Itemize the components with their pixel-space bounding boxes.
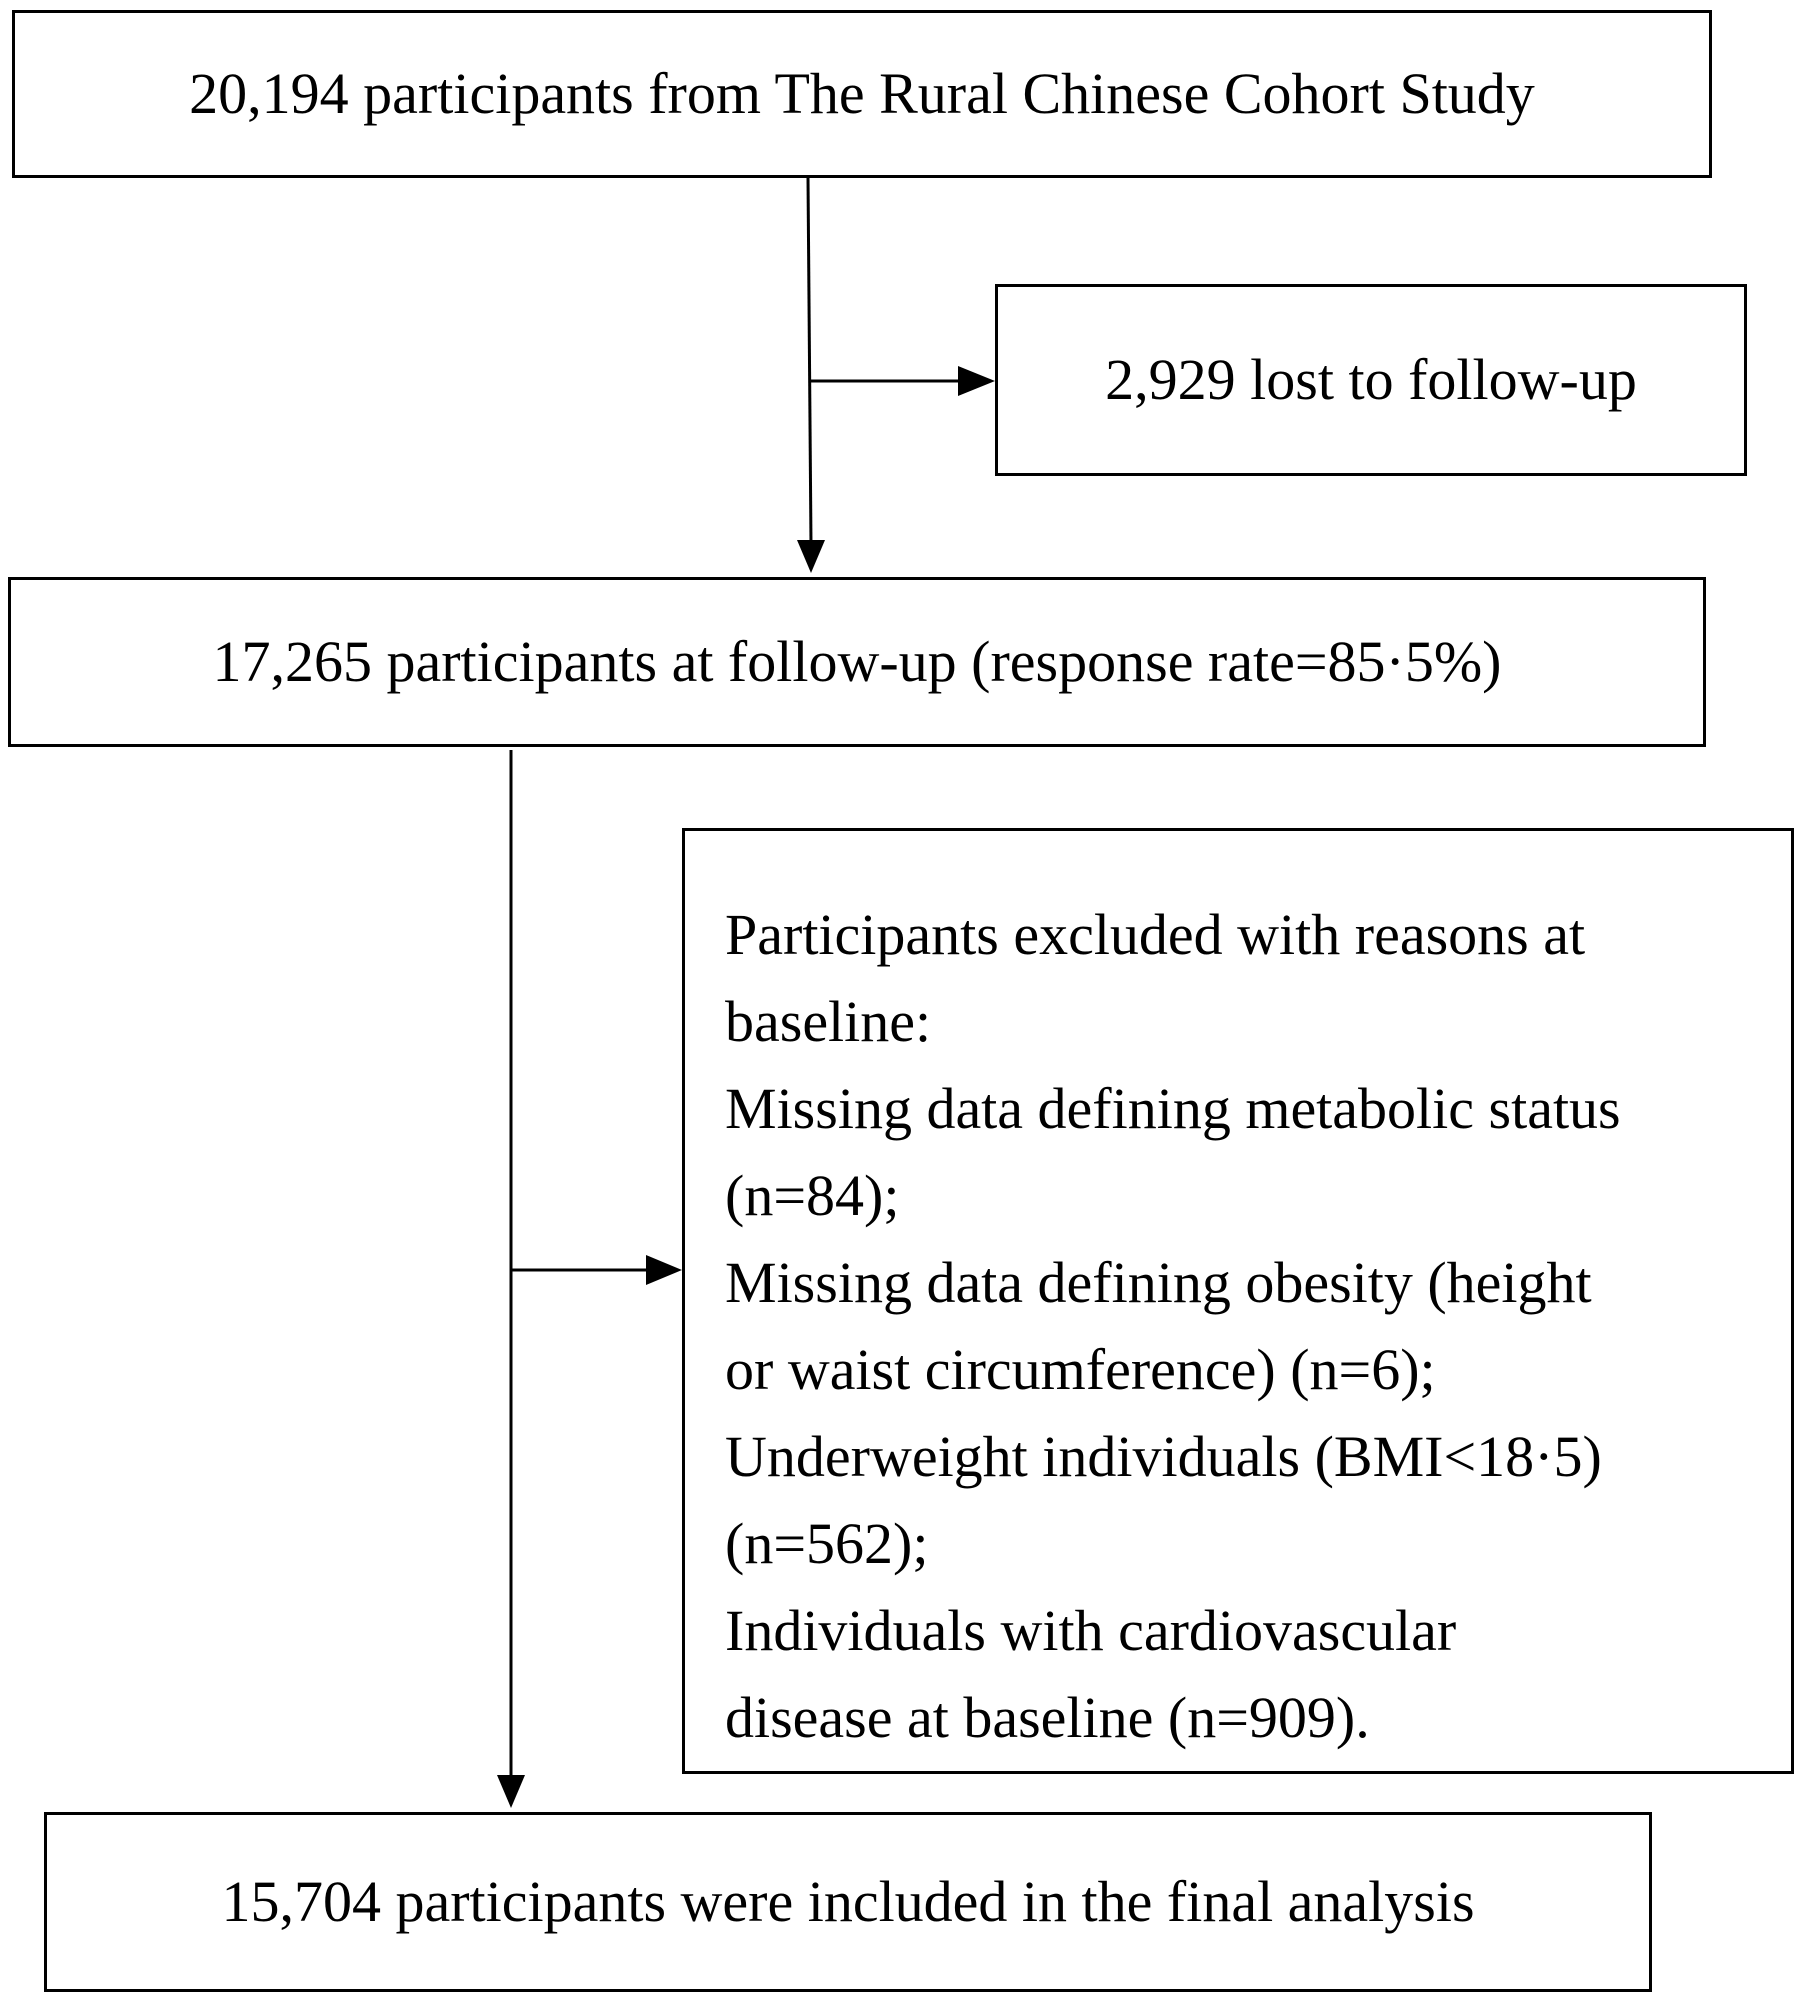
final-box-text: 15,704 participants were included in the… — [221, 1869, 1475, 1934]
lost-box-text: 2,929 lost to follow-up — [1105, 347, 1637, 412]
followup-box: 17,265 participants at follow-up (respon… — [8, 577, 1706, 747]
cohort-box-text: 20,194 participants from The Rural Chine… — [189, 61, 1535, 126]
excluded-line: or waist circumference) (n=6); — [725, 1337, 1436, 1402]
final-analysis-box: 15,704 participants were included in the… — [44, 1812, 1652, 1992]
excluded-line: baseline: — [725, 989, 932, 1054]
followup-box-text: 17,265 participants at follow-up (respon… — [212, 629, 1502, 694]
lost-to-followup-box: 2,929 lost to follow-up — [995, 284, 1747, 476]
arrowhead-lost — [958, 366, 995, 396]
excluded-line: disease at baseline (n=909). — [725, 1685, 1370, 1750]
arrow-cohort-to-followup — [806, 177, 813, 546]
excluded-line: Missing data defining metabolic status — [725, 1076, 1621, 1141]
excluded-line: (n=84); — [725, 1163, 900, 1228]
cohort-box: 20,194 participants from The Rural Chine… — [12, 10, 1712, 178]
excluded-line: Missing data defining obesity (height — [725, 1250, 1592, 1315]
excluded-line: Underweight individuals (BMI<18·5) — [725, 1424, 1602, 1489]
arrowhead-excluded — [646, 1255, 682, 1285]
arrowhead-final — [497, 1775, 525, 1808]
excluded-box: Participants excluded with reasons at ba… — [682, 828, 1794, 1774]
excluded-line: Individuals with cardiovascular — [725, 1598, 1457, 1663]
excluded-line: Participants excluded with reasons at — [725, 902, 1586, 967]
excluded-line: (n=562); — [725, 1511, 929, 1576]
arrowhead-followup — [797, 540, 825, 573]
